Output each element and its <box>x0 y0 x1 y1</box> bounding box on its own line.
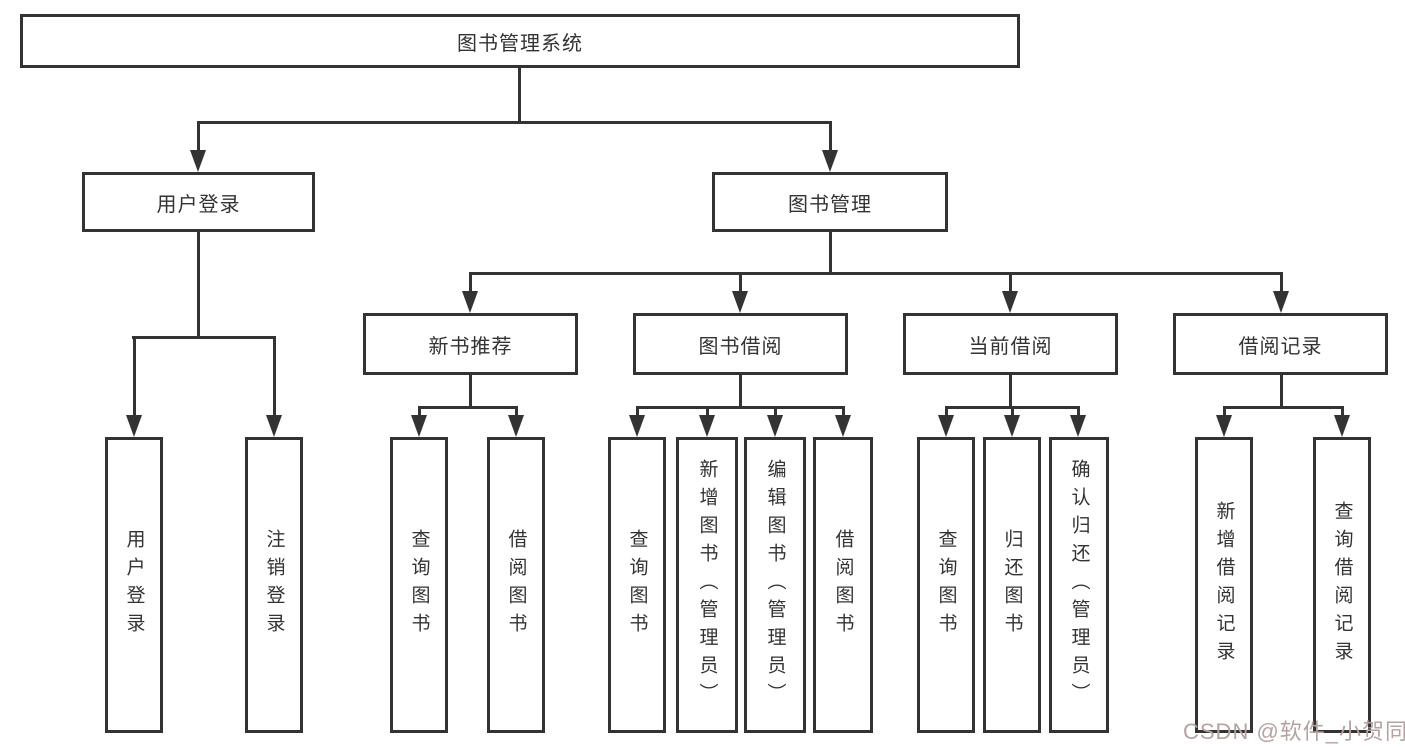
leaf-logout: 注销登录 <box>245 437 303 733</box>
connector-to-leaf-borrow-borrow <box>842 406 845 418</box>
connector-to-borrow-record <box>1280 272 1283 294</box>
arrowhead-to-leaf-newbook-borrow <box>508 415 524 437</box>
connector-to-leaf-current-confirm <box>1077 406 1080 418</box>
node-new-book-recommend-label: 新书推荐 <box>428 335 513 358</box>
leaf-borrow-borrow-books: 借阅图书 <box>813 437 873 733</box>
leaf-user-login-label: 用户登录 <box>123 529 145 641</box>
arrowhead-to-user-login <box>190 150 206 172</box>
leaf-borrow-add-books-admin-label: 新增图书（管理员） <box>696 459 718 711</box>
connector-to-leaf-record-add <box>1223 406 1226 418</box>
connector-user-login-branch <box>132 336 275 339</box>
node-root: 图书管理系统 <box>20 14 1020 68</box>
node-user-login: 用户登录 <box>82 172 315 232</box>
leaf-record-add-record: 新增借阅记录 <box>1195 437 1253 733</box>
node-book-management: 图书管理 <box>712 172 948 232</box>
connector-to-leaf-newbook-query <box>418 406 421 418</box>
arrowhead-to-leaf-borrow-add <box>699 415 715 437</box>
leaf-borrow-edit-books-admin: 编辑图书（管理员） <box>744 437 806 733</box>
leaf-user-login: 用户登录 <box>105 437 163 733</box>
leaf-newbook-borrow-books: 借阅图书 <box>487 437 545 733</box>
arrowhead-to-book-borrow <box>732 291 748 313</box>
arrowhead-to-leaf-record-query <box>1334 415 1350 437</box>
arrowhead-to-leaf-borrow-edit <box>767 415 783 437</box>
connector-to-leaf-current-return <box>1011 406 1014 418</box>
connector-to-leaf-user-login <box>133 336 136 417</box>
connector-borrow-record-branch <box>1223 406 1344 409</box>
connector-to-user-login <box>197 121 200 153</box>
leaf-logout-label: 注销登录 <box>263 529 285 641</box>
leaf-record-add-record-label: 新增借阅记录 <box>1213 501 1235 669</box>
arrowhead-to-leaf-logout <box>266 415 282 437</box>
leaf-current-query-books-label: 查询图书 <box>935 529 957 641</box>
leaf-newbook-query-books-label: 查询图书 <box>408 529 430 641</box>
arrowhead-to-leaf-current-confirm <box>1070 415 1086 437</box>
node-new-book-recommend: 新书推荐 <box>363 313 578 375</box>
connector-root-stem <box>518 68 521 121</box>
arrowhead-to-new-book <box>462 291 478 313</box>
connector-to-leaf-logout <box>273 336 276 417</box>
connector-book-mgmt-branch <box>469 272 1282 275</box>
connector-to-current-borrow <box>1009 272 1012 294</box>
connector-to-book-management <box>829 121 832 153</box>
leaf-newbook-query-books: 查询图书 <box>390 437 448 733</box>
connector-to-leaf-record-query <box>1341 406 1344 418</box>
arrowhead-to-leaf-borrow-borrow <box>835 415 851 437</box>
arrowhead-to-leaf-newbook-query <box>411 415 427 437</box>
connector-to-book-borrow <box>739 272 742 294</box>
leaf-borrow-query-books-label: 查询图书 <box>626 529 648 641</box>
node-book-borrow: 图书借阅 <box>633 313 848 375</box>
node-borrow-record-label: 借阅记录 <box>1238 335 1323 358</box>
connector-to-leaf-borrow-add <box>706 406 709 418</box>
node-root-label: 图书管理系统 <box>457 32 583 55</box>
node-user-login-label: 用户登录 <box>156 193 241 216</box>
connector-book-borrow-stem <box>739 375 742 406</box>
leaf-borrow-borrow-books-label: 借阅图书 <box>832 529 854 641</box>
leaf-record-query-record: 查询借阅记录 <box>1313 437 1371 733</box>
connector-book-mgmt-stem <box>829 232 832 272</box>
node-book-management-label: 图书管理 <box>788 193 872 216</box>
node-current-borrow: 当前借阅 <box>903 313 1118 375</box>
connector-new-book-branch <box>418 406 518 409</box>
leaf-current-return-books: 归还图书 <box>983 437 1041 733</box>
arrowhead-to-leaf-user-login <box>126 415 142 437</box>
node-borrow-record: 借阅记录 <box>1173 313 1388 375</box>
leaf-record-query-record-label: 查询借阅记录 <box>1331 501 1353 669</box>
leaf-current-query-books: 查询图书 <box>917 437 975 733</box>
connector-root-branch <box>198 121 832 124</box>
arrowhead-to-leaf-current-query <box>938 415 954 437</box>
leaf-borrow-add-books-admin: 新增图书（管理员） <box>676 437 738 733</box>
connector-to-leaf-borrow-query <box>636 406 639 418</box>
leaf-borrow-query-books: 查询图书 <box>608 437 666 733</box>
connector-to-leaf-current-query <box>945 406 948 418</box>
arrowhead-to-current-borrow <box>1002 291 1018 313</box>
arrowhead-to-leaf-record-add <box>1216 415 1232 437</box>
leaf-borrow-edit-books-admin-label: 编辑图书（管理员） <box>764 459 786 711</box>
leaf-newbook-borrow-books-label: 借阅图书 <box>505 529 527 641</box>
connector-borrow-record-stem <box>1280 375 1283 406</box>
node-book-borrow-label: 图书借阅 <box>698 335 783 358</box>
leaf-current-confirm-return-admin: 确认归还（管理员） <box>1049 437 1109 733</box>
csdn-watermark: CSDN @软件_小贺同学 <box>1183 719 1405 744</box>
connector-new-book-stem <box>469 375 472 406</box>
connector-user-login-stem <box>197 232 200 336</box>
leaf-current-return-books-label: 归还图书 <box>1001 529 1023 641</box>
arrowhead-to-book-management <box>822 150 838 172</box>
arrowhead-to-borrow-record <box>1273 291 1289 313</box>
connector-to-leaf-newbook-borrow <box>515 406 518 418</box>
connector-book-borrow-branch <box>636 406 845 409</box>
leaf-current-confirm-return-admin-label: 确认归还（管理员） <box>1068 459 1090 711</box>
node-current-borrow-label: 当前借阅 <box>968 335 1053 358</box>
arrowhead-to-leaf-current-return <box>1004 415 1020 437</box>
connector-to-new-book <box>469 272 472 294</box>
arrowhead-to-leaf-borrow-query <box>629 415 645 437</box>
connector-to-leaf-borrow-edit <box>774 406 777 418</box>
connector-current-borrow-stem <box>1009 375 1012 406</box>
